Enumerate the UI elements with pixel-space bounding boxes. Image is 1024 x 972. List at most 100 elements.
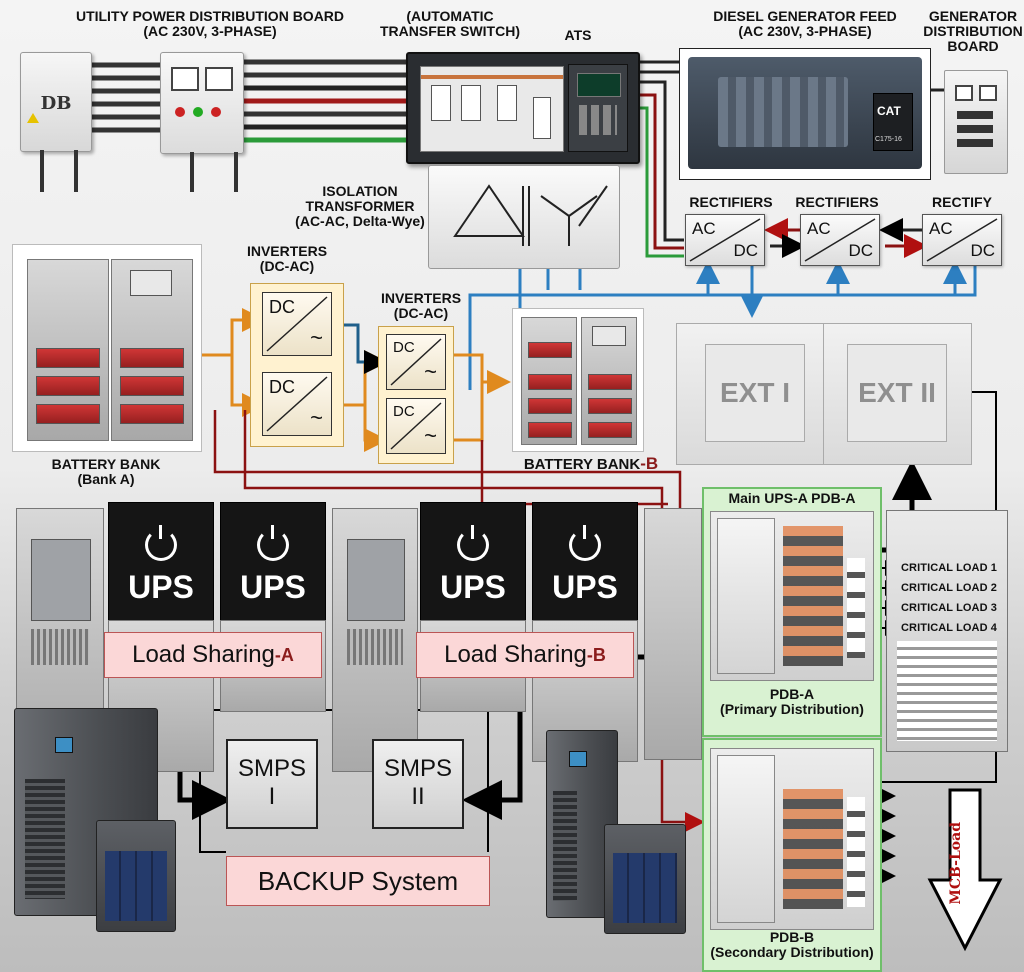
- ext-1-door: EXT I: [705, 344, 805, 442]
- diesel-generator: CAT C175-16: [688, 57, 922, 169]
- sine-icon: ~: [310, 405, 323, 430]
- server-rack-3: [644, 508, 702, 760]
- pdb-b: PDB-B(Secondary Distribution): [702, 738, 882, 972]
- pdb-b-breakers: [783, 789, 843, 909]
- pdb-a-cabinet: [710, 511, 874, 681]
- battery-bank-b: [512, 308, 644, 452]
- diesel-generator-frame: CAT C175-16: [679, 48, 931, 180]
- delta-wye-symbol: [453, 184, 608, 246]
- engine-block: [718, 77, 848, 147]
- battery-b-cabinet-right: [581, 317, 637, 445]
- pdb-a: Main UPS-A PDB-A PDB-A(Primary Distribut…: [702, 487, 882, 737]
- power-icon: [145, 529, 177, 561]
- critical-load-3: CRITICAL LOAD 3: [901, 602, 998, 614]
- sine-icon: ~: [310, 325, 323, 350]
- battery-bank-a-label: BATTERY BANK(Bank A): [51, 456, 161, 487]
- sine-icon: ~: [424, 423, 437, 448]
- generator-controller: CAT C175-16: [873, 93, 913, 151]
- server-rack-2: [332, 508, 418, 772]
- ups-display: [569, 751, 587, 767]
- mcb-load-arrow: [927, 788, 1003, 952]
- ats-label: ATS: [564, 27, 592, 43]
- db-cable-drops: [40, 150, 78, 192]
- inverter-2b: DC~: [386, 398, 446, 454]
- rectifiers-1-label: RECTIFIERS: [689, 194, 773, 210]
- ups-unit-2[interactable]: UPS: [220, 502, 326, 622]
- critical-load-1: CRITICAL LOAD 1: [901, 562, 998, 574]
- pdb-b-label: PDB-B(Secondary Distribution): [710, 929, 874, 960]
- mcb-load-label: MCB-Load: [948, 822, 964, 905]
- utility-db-title: UTILITY POWER DISTRIBUTION BOARD(AC 230V…: [75, 8, 345, 39]
- distribution-panel-right: [886, 510, 1008, 752]
- inverters-2-label: INVERTERS(DC-AC): [380, 290, 462, 321]
- ups-unit-4[interactable]: UPS: [532, 502, 638, 622]
- utility-meter-panel: [160, 52, 244, 154]
- dc-lines: [335, 323, 388, 374]
- ext-cabinet: EXT I EXT II: [676, 323, 972, 465]
- ats-display: [577, 73, 621, 97]
- ups-unit-3[interactable]: UPS: [420, 502, 526, 622]
- battery-b-cabinet-left: [521, 317, 577, 445]
- load-sharing-b: Load Sharing-B: [416, 632, 634, 678]
- ats-controller[interactable]: [568, 64, 628, 152]
- diesel-generator-title: DIESEL GENERATOR FEED(AC 230V, 3-PHASE): [713, 8, 897, 39]
- rectify-label: RECTIFY: [932, 194, 992, 210]
- pdb-b-cabinet: [710, 748, 874, 930]
- battery-bank-a: [12, 244, 202, 452]
- pdb-b-door[interactable]: [717, 755, 775, 923]
- pdb-a-switches: [847, 558, 865, 658]
- ats-buttons[interactable]: [579, 105, 617, 135]
- power-icon: [457, 529, 489, 561]
- utility-cables: [90, 59, 406, 143]
- battery-cabinet-right-floor: [604, 824, 686, 934]
- ats-cabinet: [406, 52, 640, 164]
- battery-cabinet-left-floor: [96, 820, 176, 932]
- ammeter-icon: [205, 67, 233, 91]
- rectifier-links: [764, 218, 928, 258]
- power-icon: [257, 529, 289, 561]
- rectifiers-2-label: RECTIFIERS: [795, 194, 879, 210]
- power-icon: [569, 529, 601, 561]
- ups-display: [55, 737, 73, 753]
- inverter-1a: DC~: [262, 292, 332, 356]
- generator-db-cabinet: [944, 70, 1008, 174]
- pdb-a-label: PDB-A(Primary Distribution): [720, 686, 864, 717]
- isolation-transformer: [428, 165, 620, 269]
- battery-cabinet-left: [27, 259, 109, 441]
- ats-contactors: [420, 66, 564, 152]
- critical-load-4: CRITICAL LOAD 4: [901, 622, 998, 634]
- pdb-a-door[interactable]: [717, 518, 775, 674]
- generator-cables: [636, 60, 944, 258]
- gen-db-switches: [957, 111, 993, 151]
- inverter-1b: DC~: [262, 372, 332, 436]
- critical-load-2: CRITICAL LOAD 2: [901, 582, 998, 594]
- cat-logo: CAT: [877, 104, 901, 118]
- battery-controller: [130, 270, 172, 296]
- db-label: DB: [40, 93, 72, 114]
- voltmeter-icon: [171, 67, 199, 91]
- battery-cabinet-right: [111, 259, 193, 441]
- gen-db-meter-icon: [955, 85, 973, 101]
- load-sharing-a: Load Sharing-A: [104, 632, 322, 678]
- battery-bank-b-label: BATTERY BANK-B: [523, 454, 659, 473]
- utility-db-cabinet: DB: [20, 52, 92, 152]
- pdb-b-switches: [847, 797, 865, 907]
- inverter-2a: DC~: [386, 334, 446, 390]
- pdb-a-breakers: [783, 526, 843, 666]
- sine-icon: ~: [424, 359, 437, 384]
- warning-icon: [27, 113, 39, 123]
- generator-model: C175-16: [875, 136, 902, 143]
- indicator-lamps: [175, 107, 185, 117]
- inverters-1-label: INVERTERS(DC-AC): [246, 243, 328, 274]
- meter-cable-drops: [190, 152, 238, 192]
- main-ups-label: Main UPS-A PDB-A: [728, 490, 856, 506]
- gen-db-meter2-icon: [979, 85, 997, 101]
- ups-unit-1[interactable]: UPS: [108, 502, 214, 622]
